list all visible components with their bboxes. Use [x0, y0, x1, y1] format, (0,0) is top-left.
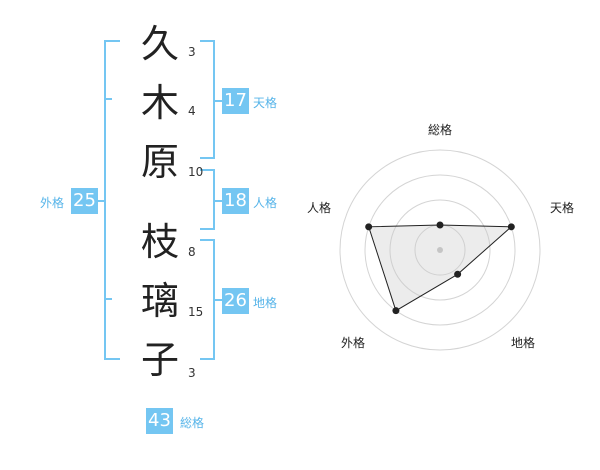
radar-label-jinkaku: 人格	[307, 200, 331, 215]
name-char-3: 原	[140, 140, 179, 184]
radar-point-4	[392, 307, 400, 315]
jinkaku-badge: 18	[222, 188, 249, 214]
radar-label-soukaku: 総格	[428, 122, 452, 137]
radar-label-tenkaku: 天格	[550, 200, 574, 215]
tenkaku-bracket	[200, 40, 215, 159]
stroke-count-4: 8	[188, 245, 196, 259]
stroke-count-6: 3	[188, 366, 196, 380]
radar-point-1	[436, 221, 444, 229]
radar-label-gaikaku: 外格	[341, 335, 365, 350]
radar-point-5	[365, 223, 373, 231]
radar-point-3	[454, 270, 462, 278]
radar-point-2	[507, 223, 515, 231]
name-char-6: 子	[140, 338, 179, 382]
radar-polygon	[368, 224, 513, 312]
stroke-count-3: 10	[188, 165, 204, 179]
name-char-4: 枝	[140, 220, 179, 264]
radar-label-chikaku: 地格	[511, 335, 535, 350]
soukaku-label: 総格	[180, 416, 205, 430]
stroke-count-1: 3	[188, 45, 196, 59]
gaikaku-label: 外格	[40, 196, 65, 210]
stroke-count-5: 15	[188, 305, 204, 319]
name-char-1: 久	[140, 22, 179, 66]
radar-center	[437, 247, 443, 253]
name-char-2: 木	[140, 81, 179, 125]
chikaku-label: 地格	[253, 296, 278, 310]
name-char-5: 璃	[140, 279, 179, 323]
soukaku-badge: 43	[146, 408, 173, 434]
tenkaku-label: 天格	[253, 96, 278, 110]
stroke-count-2: 4	[188, 104, 196, 118]
jinkaku-label: 人格	[253, 196, 278, 210]
chikaku-badge: 26	[222, 288, 249, 314]
tenkaku-badge: 17	[222, 88, 249, 114]
jinkaku-bracket	[200, 169, 215, 230]
gaikaku-badge: 25	[71, 188, 98, 214]
